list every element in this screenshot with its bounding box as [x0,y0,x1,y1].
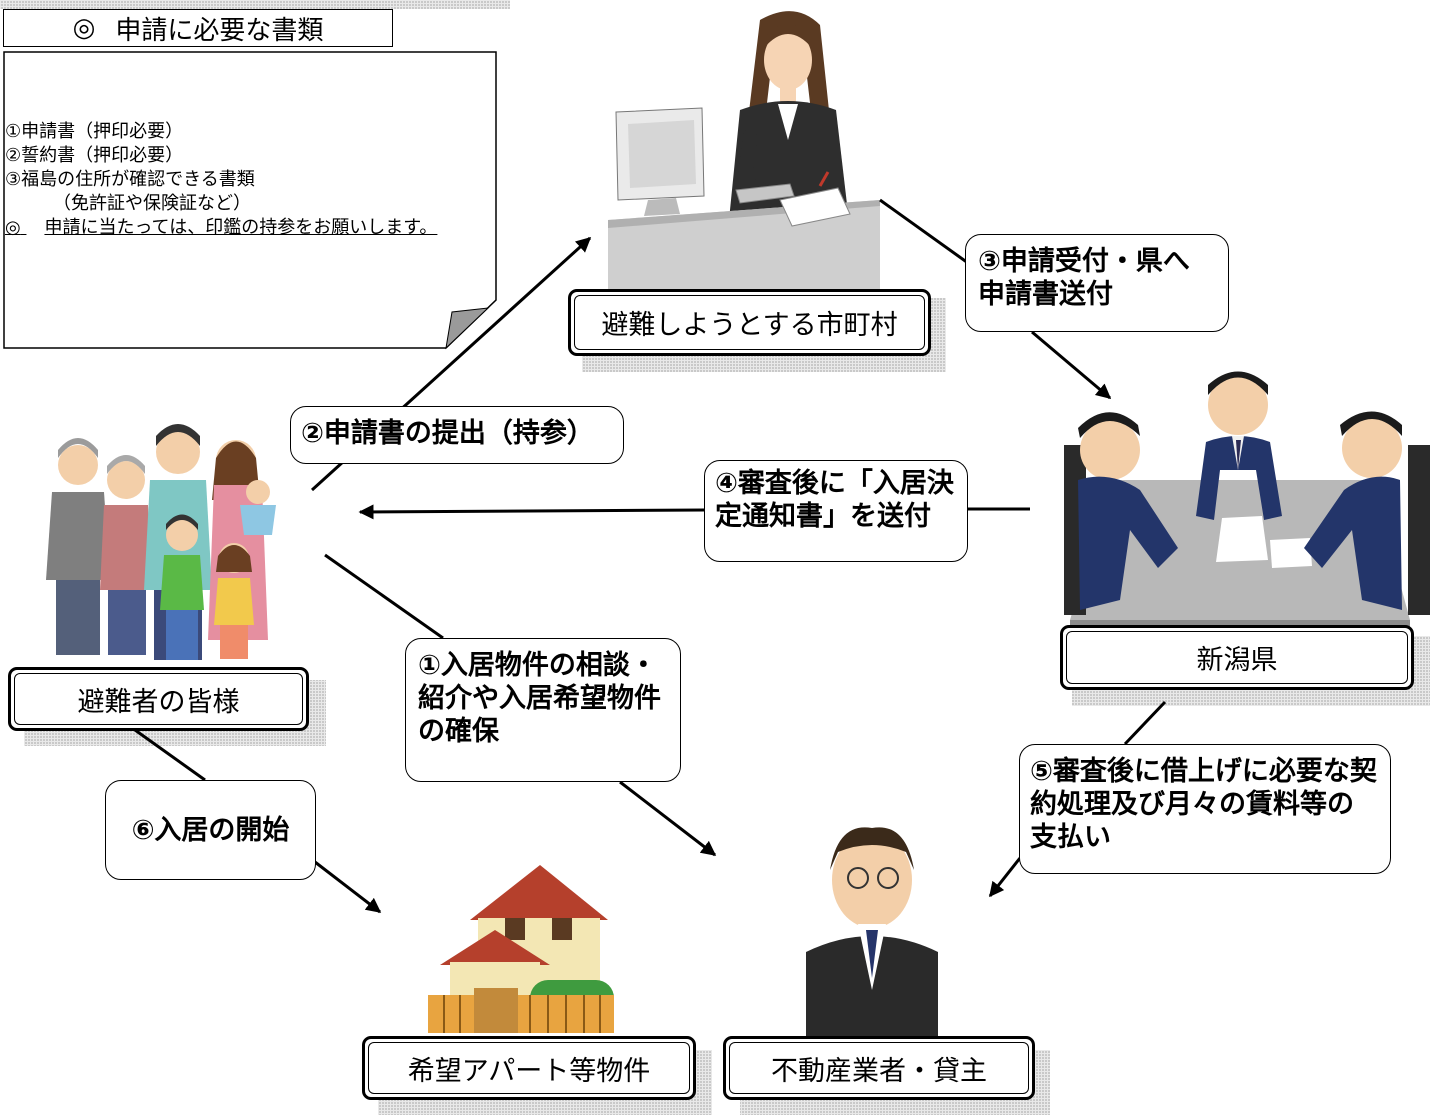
required-documents-title: 申請に必要な書類 [115,15,324,46]
document-panel [3,51,497,350]
seal-reminder: ◎ 申請に当たっては、印鑑の持参をお願いします。 [5,216,490,240]
landlord-illustration [806,827,938,1036]
document-item: ③福島の住所が確認できる書類 [5,169,255,190]
double-circle-mark: ◎ [5,217,21,238]
landlord-label: 不動産業者・貸主 [723,1036,1035,1100]
step-5-callout: ⑤審査後に借上げに必要な契約処理及び月々の賃料等の支払い [1019,744,1391,874]
municipal-clerk-illustration [608,11,880,291]
step-4-callout: ④審査後に「入居決定通知書」を送付 [704,460,968,562]
required-documents-list: ①申請書（押印必要） ②誓約書（押印必要） ③福島の住所が確認できる書類 （免許… [5,120,490,240]
document-item-detail: （免許証や保険証など） [53,193,251,214]
evacuee-family-illustration [46,424,276,660]
prefecture-label: 新潟県 [1060,625,1414,690]
evacuees-label: 避難者の皆様 [8,667,309,731]
step-6-callout: ⑥入居の開始 [105,780,316,880]
municipality-label: 避難しようとする市町村 [568,289,931,356]
seal-reminder-text: 申請に当たっては、印鑑の持参をお願いします。 [44,217,438,238]
required-documents-header: ◎ 申請に必要な書類 [3,9,393,47]
step-3-callout: ③申請受付・県へ申請書送付 [965,234,1229,332]
property-label: 希望アパート等物件 [362,1036,696,1100]
step-1-callout: ①入居物件の相談・紹介や入居希望物件の確保 [405,638,681,782]
document-item: ①申請書（押印必要） [5,121,184,142]
double-circle-mark: ◎ [72,13,96,43]
step-2-callout: ②申請書の提出（持参） [290,406,624,464]
document-item: ②誓約書（押印必要） [5,145,184,166]
house-illustration [428,865,614,1033]
prefecture-meeting-illustration [1064,371,1430,632]
